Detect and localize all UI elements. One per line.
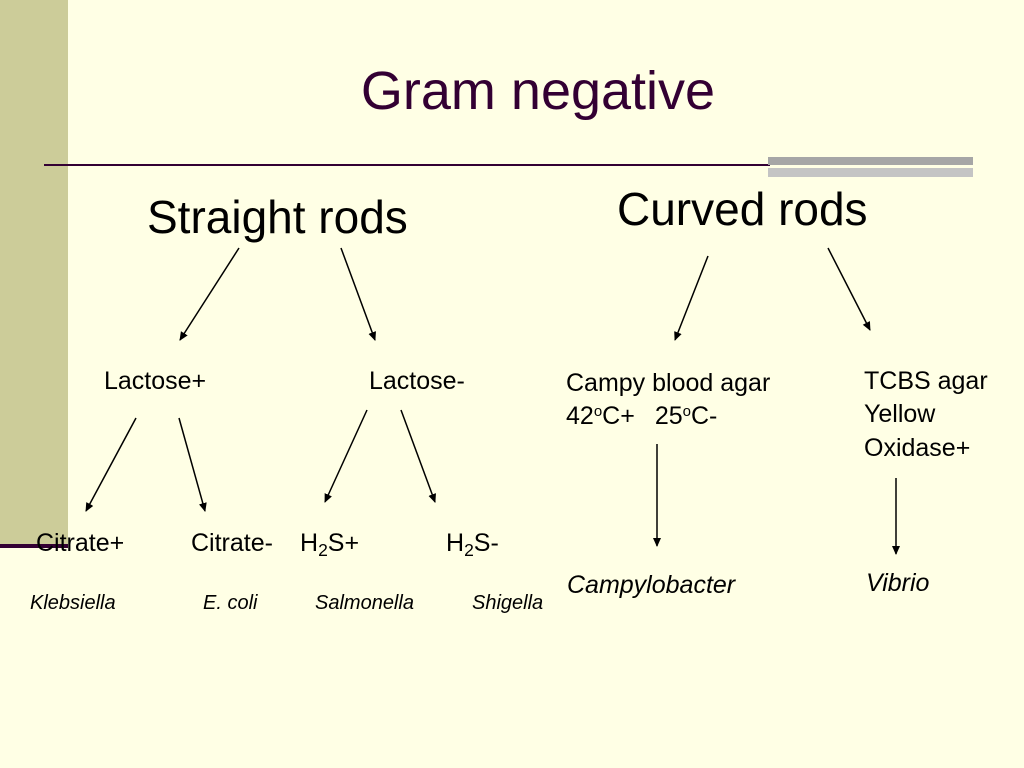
h2s-negative-h: H bbox=[446, 529, 465, 557]
side-accent-bar bbox=[0, 0, 68, 548]
temp2-unit: C- bbox=[690, 402, 718, 430]
h2s-positive-label: H2S+ bbox=[300, 527, 359, 561]
straight-rods-heading: Straight rods bbox=[147, 191, 408, 243]
lactose-negative-label: Lactose- bbox=[369, 367, 465, 395]
organism-shigella: Shigella bbox=[472, 592, 544, 614]
campy-agar-label: Campy blood agar bbox=[566, 369, 771, 397]
h2s-positive-subscript: 2 bbox=[318, 539, 328, 560]
arrow-straight-to-lactose-positive bbox=[179, 247, 240, 341]
organism-e-coli: E. coli bbox=[203, 592, 258, 614]
divider-accent-light bbox=[768, 168, 973, 177]
arrow-lactose-negative-to-h2s-negative bbox=[400, 409, 436, 503]
citrate-negative-label: Citrate- bbox=[191, 529, 273, 557]
organism-campylobacter: Campylobacter bbox=[567, 571, 736, 599]
h2s-negative-subscript: 2 bbox=[464, 539, 474, 560]
arrow-lactose-positive-to-citrate-positive bbox=[85, 417, 137, 512]
title-divider bbox=[44, 164, 770, 166]
lactose-positive-label: Lactose+ bbox=[104, 367, 207, 395]
curved-rods-heading: Curved rods bbox=[617, 183, 868, 235]
temp1-value: 42 bbox=[566, 402, 594, 430]
organism-klebsiella: Klebsiella bbox=[30, 592, 116, 614]
arrow-lactose-negative-to-h2s-positive bbox=[324, 409, 368, 503]
organism-salmonella: Salmonella bbox=[315, 592, 414, 614]
h2s-positive-h: H bbox=[300, 529, 319, 557]
tcbs-yellow-label: Yellow bbox=[864, 400, 936, 428]
arrow-lactose-positive-to-citrate-negative bbox=[178, 417, 207, 512]
arrow-straight-to-lactose-negative bbox=[340, 247, 376, 341]
organism-vibrio: Vibrio bbox=[866, 569, 930, 597]
temp1-unit: C+ bbox=[602, 402, 635, 430]
tcbs-oxidase-label: Oxidase+ bbox=[864, 434, 971, 462]
temp2-value: 25 bbox=[654, 402, 683, 430]
arrow-curved-to-tcbs bbox=[827, 247, 871, 331]
h2s-negative-rest: S- bbox=[473, 529, 499, 557]
arrow-curved-to-campy bbox=[674, 255, 709, 341]
tcbs-agar-label: TCBS agar bbox=[864, 367, 988, 395]
citrate-positive-label: Citrate+ bbox=[36, 529, 125, 557]
side-accent-line bbox=[0, 544, 68, 548]
divider-accent-dark bbox=[768, 157, 973, 165]
h2s-negative-label: H2S- bbox=[446, 527, 499, 561]
slide-title: Gram negative bbox=[360, 61, 716, 121]
campy-temperature-label: 42oC+25oC- bbox=[566, 400, 717, 436]
h2s-positive-rest: S+ bbox=[327, 529, 360, 557]
temp1-degree: o bbox=[593, 402, 603, 420]
temp2-degree: o bbox=[682, 402, 691, 420]
